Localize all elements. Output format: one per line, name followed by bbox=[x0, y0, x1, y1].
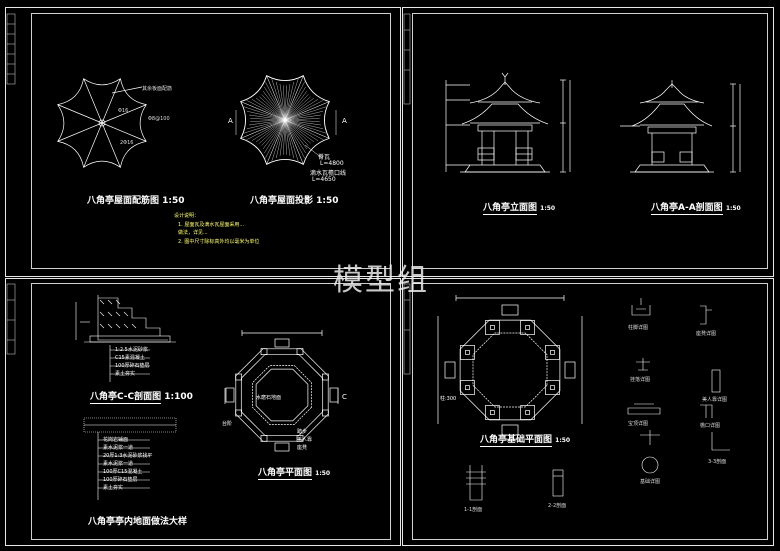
watermark: 模型组 bbox=[333, 263, 429, 298]
detail-label-9: 2-2剖面 bbox=[548, 503, 567, 509]
detail-label-8: 1-1剖面 bbox=[464, 507, 483, 513]
note-3: 2. 图中尺寸除标高外均以毫米为单位 bbox=[178, 239, 260, 245]
plan-label-2: 美人靠 bbox=[297, 437, 313, 443]
ridge-length: L=4800 bbox=[320, 160, 344, 167]
plan-label-3: 座凳 bbox=[297, 445, 308, 451]
frame-bottom-left bbox=[31, 283, 391, 540]
detail-label-5: 宝顶详图 bbox=[628, 421, 649, 427]
notes-title: 设计说明： bbox=[174, 213, 200, 219]
frame-top-right bbox=[412, 13, 768, 269]
foundation-title: 八角亭基础平面图 1:50 bbox=[480, 435, 571, 447]
sheet-bottom-right bbox=[402, 278, 774, 546]
detail-label-3: 挂落详图 bbox=[630, 377, 651, 383]
sheet-top-right bbox=[402, 7, 774, 277]
plan-section-mark: C bbox=[342, 393, 347, 401]
floor-note-6: 100厚碎石垫层 bbox=[103, 477, 138, 483]
frame-bottom-right bbox=[412, 283, 768, 540]
roof-plan-title: 八角亭屋面配筋图 1:50 bbox=[87, 196, 185, 206]
note-2: 做法，详见... bbox=[178, 230, 208, 236]
plan-label-4: 台阶 bbox=[222, 421, 233, 427]
cc-note-2: C15素混凝土 bbox=[115, 355, 145, 361]
section-mark-left: A bbox=[228, 117, 233, 125]
section-mark-right: A bbox=[342, 117, 347, 125]
detail-label-7: 基础详图 bbox=[640, 479, 661, 485]
detail-label-10: 3-3剖面 bbox=[708, 459, 727, 465]
floor-note-1: 花岗岩铺面 bbox=[103, 437, 129, 443]
sheet-bottom-left bbox=[5, 278, 401, 546]
detail-label-6: 檐口详图 bbox=[700, 423, 721, 429]
eave-label: 滴水瓦檐口线 bbox=[310, 170, 347, 177]
ridge-label: 脊瓦 bbox=[318, 154, 331, 161]
eave-length: L=4650 bbox=[312, 176, 336, 183]
plan-label-1: 踏步 bbox=[297, 429, 308, 435]
note-1: 1. 屋面瓦及滴水瓦屋面采用... bbox=[178, 222, 245, 228]
floor-note-7: 素土夯实 bbox=[103, 485, 124, 491]
detail-label-1: 柱脚详图 bbox=[628, 325, 649, 331]
callout-3: Φ16 bbox=[118, 108, 129, 114]
callout-1: 其余板面配筋 bbox=[142, 86, 173, 92]
floor-note-3: 20厚1:3水泥砂浆找平 bbox=[103, 453, 153, 459]
detail-label-4: 美人靠详图 bbox=[702, 397, 728, 403]
sheet-top-left bbox=[5, 7, 401, 277]
plan-center-label: 水磨石地面 bbox=[256, 395, 282, 401]
cc-section-title: 八角亭C-C剖面图 1:100 bbox=[90, 392, 193, 404]
cc-note-4: 素土夯实 bbox=[115, 371, 136, 377]
detail-label-2: 座凳详图 bbox=[696, 331, 717, 337]
cc-note-1: 1:2.5水泥砂浆 bbox=[115, 347, 148, 353]
floor-detail-title: 八角亭亭内地面做法大样 bbox=[88, 517, 188, 527]
elevation-title: 八角亭立面图 1:50 bbox=[483, 203, 556, 215]
cc-note-3: 100厚碎石垫层 bbox=[115, 363, 150, 369]
frame-top-left bbox=[31, 13, 391, 269]
plan-title: 八角亭平面图 1:50 bbox=[258, 468, 331, 480]
callout-2: Φ8@100 bbox=[148, 116, 170, 122]
roof-proj-title: 八角亭屋面投影 1:50 bbox=[250, 196, 339, 206]
dim-label: 柱:300 bbox=[440, 396, 457, 402]
section-title: 八角亭A-A剖面图 1:50 bbox=[651, 203, 741, 215]
callout-4: 2Φ16 bbox=[120, 140, 134, 146]
floor-note-2: 素水泥浆一道 bbox=[103, 445, 134, 451]
floor-note-5: 100厚C15混凝土 bbox=[103, 469, 143, 475]
floor-note-4: 素水泥浆一道 bbox=[103, 461, 134, 467]
